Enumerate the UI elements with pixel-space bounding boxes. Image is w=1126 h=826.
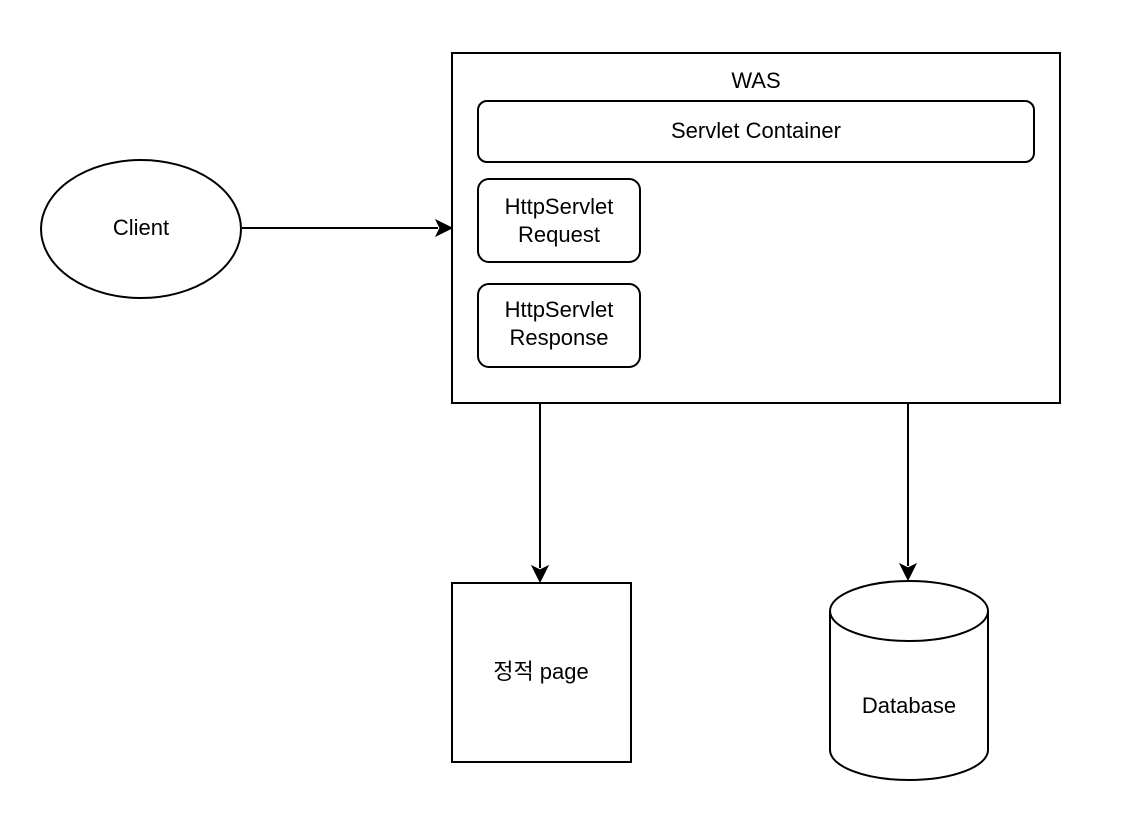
http-servlet-request-label-line1: HttpServlet [505,194,614,219]
http-servlet-response-node: HttpServlet Response [477,283,641,368]
servlet-container-label: Servlet Container [671,118,841,143]
http-servlet-request-node: HttpServlet Request [477,178,641,263]
edge-client-to-was [242,218,454,238]
database-label: Database [862,693,956,718]
http-servlet-response-label-line1: HttpServlet [505,297,614,322]
static-page-label: 정적 page [493,659,589,684]
servlet-container-node: Servlet Container [477,100,1035,163]
edge-was-to-static-page [530,403,550,584]
http-servlet-response-label-line2: Response [509,325,608,350]
client-label: Client [113,215,169,240]
edge-was-to-database [898,403,918,582]
database-node: Database [829,580,989,781]
http-servlet-request-label-line2: Request [518,222,600,247]
static-page-node: 정적 page [451,582,632,763]
was-label: WAS [731,68,780,93]
client-node: Client [40,159,242,299]
